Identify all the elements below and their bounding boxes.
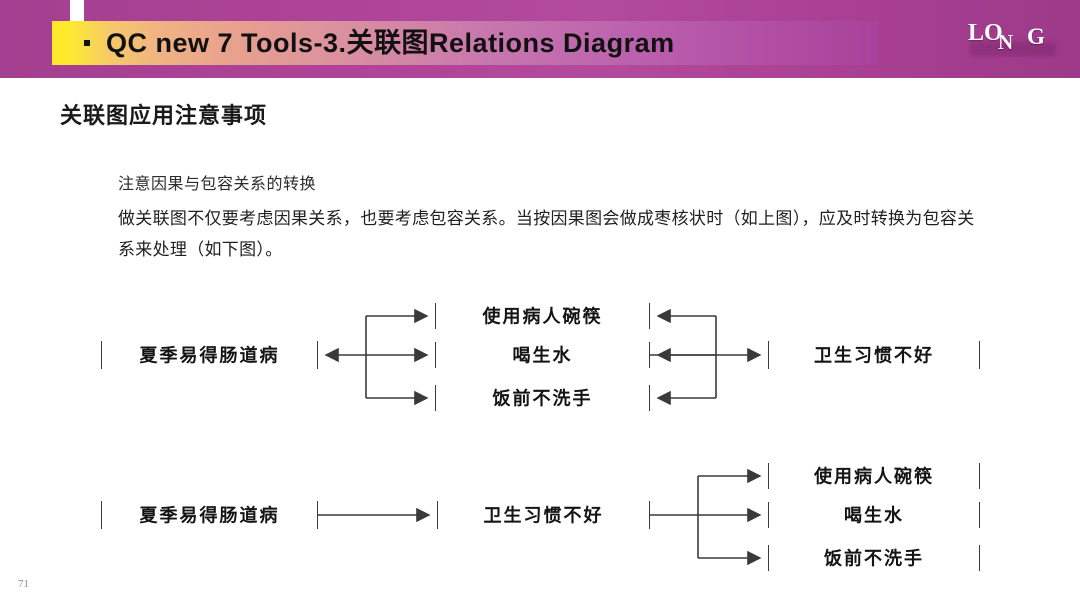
- diagram-bottom-right-box-3-label: 饭前不洗手: [769, 543, 979, 574]
- diagram-bottom-right-box-2-label: 喝生水: [769, 500, 979, 531]
- logo-part-g: G: [1027, 24, 1045, 49]
- logo-part-lo: LO: [968, 20, 1003, 46]
- diagram-bottom-right-box-1: 使用病人碗筷: [768, 461, 980, 492]
- diagram-bottom-left-box: 夏季易得肠道病: [101, 500, 318, 531]
- diagram-top-middle-box-3: 饭前不洗手: [435, 383, 650, 414]
- diagram-top-middle-box-1: 使用病人碗筷: [435, 301, 650, 332]
- page-title: QC new 7 Tools-3.关联图Relations Diagram: [84, 24, 675, 62]
- diagram-bottom-connectors: [318, 468, 762, 566]
- long-logo: LO N G: [968, 20, 1068, 64]
- diagram-bottom-right-box-3: 饭前不洗手: [768, 543, 980, 574]
- diagram-bottom-right-box-2: 喝生水: [768, 500, 980, 531]
- diagram-top-connectors: [324, 308, 762, 406]
- page-number: 71: [18, 578, 29, 590]
- diagram-top-middle-box-2-label: 喝生水: [436, 340, 649, 371]
- diagram-top-middle-box-1-label: 使用病人碗筷: [436, 301, 649, 332]
- relations-diagram-top: 夏季易得肠道病 使用病人碗筷 喝生水 饭前不洗手 卫生习惯不好: [0, 290, 1080, 415]
- diagram-top-right-box: 卫生习惯不好: [768, 340, 980, 371]
- diagram-bottom-right-box-1-label: 使用病人碗筷: [769, 461, 979, 492]
- section-heading: 关联图应用注意事项: [60, 103, 268, 128]
- diagram-bottom-middle-box: 卫生习惯不好: [437, 500, 650, 531]
- diagram-bottom-left-box-label: 夏季易得肠道病: [102, 500, 317, 531]
- diagram-top-middle-box-3-label: 饭前不洗手: [436, 383, 649, 414]
- logo-shadow: [970, 42, 1056, 56]
- diagram-top-middle-box-2: 喝生水: [435, 340, 650, 371]
- header-white-tab: [70, 0, 84, 24]
- diagram-top-right-box-label: 卫生习惯不好: [769, 340, 979, 371]
- relations-diagram-bottom: 夏季易得肠道病 卫生习惯不好 使用病人碗筷 喝生水 饭前不洗手: [0, 450, 1080, 575]
- page-title-text: QC new 7 Tools-3.关联图Relations Diagram: [106, 28, 675, 58]
- logo-part-n: N: [998, 30, 1014, 54]
- title-bullet-icon: [84, 40, 90, 47]
- diagram-top-left-box: 夏季易得肠道病: [101, 340, 318, 371]
- body-paragraph: 做关联图不仅要考虑因果关系，也要考虑包容关系。当按因果图会做成枣核状时（如上图）…: [118, 209, 975, 259]
- lead-line: 注意因果与包容关系的转换: [118, 176, 317, 193]
- diagram-bottom-middle-box-label: 卫生习惯不好: [438, 500, 649, 531]
- diagram-top-left-box-label: 夏季易得肠道病: [102, 340, 317, 371]
- slide-header: QC new 7 Tools-3.关联图Relations Diagram LO…: [0, 0, 1080, 78]
- title-gradient-bar: [52, 21, 878, 65]
